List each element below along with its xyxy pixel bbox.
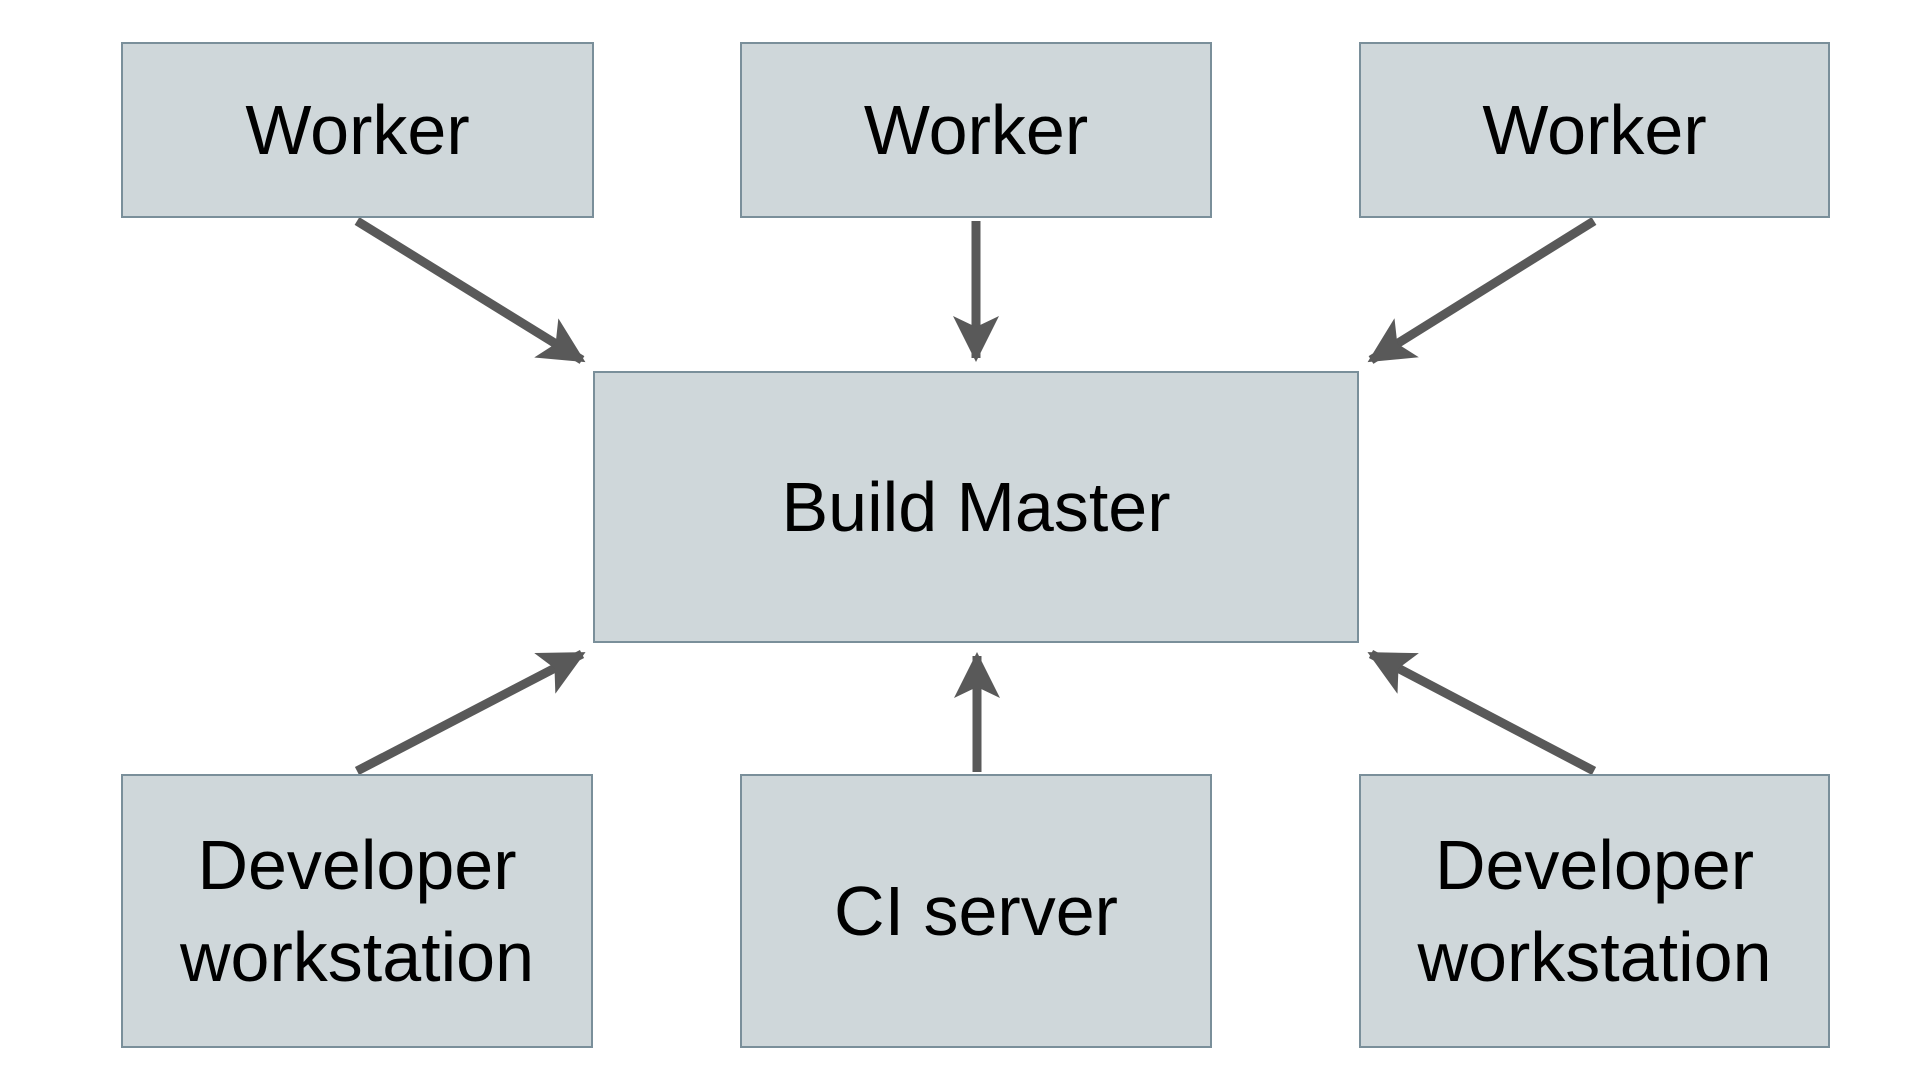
node-label-worker-2: Worker bbox=[863, 90, 1089, 169]
node-developer-workstation-right: Developer workstation bbox=[1359, 774, 1830, 1048]
node-label-developer-workstation-right: Developer workstation bbox=[1417, 825, 1772, 996]
node-worker-2: Worker bbox=[740, 42, 1212, 218]
node-worker-1: Worker bbox=[121, 42, 594, 218]
arrow-developer-workstation-left-to-build-master bbox=[354, 650, 586, 775]
node-label-ci-server: CI server bbox=[834, 871, 1118, 950]
node-label-developer-workstation-left: Developer workstation bbox=[179, 825, 535, 996]
node-worker-3: Worker bbox=[1359, 42, 1830, 218]
node-label-worker-3: Worker bbox=[1482, 90, 1707, 169]
node-build-master: Build Master bbox=[593, 371, 1359, 643]
node-ci-server: CI server bbox=[740, 774, 1212, 1048]
node-developer-workstation-left: Developer workstation bbox=[121, 774, 593, 1048]
arrow-developer-workstation-right-to-build-master bbox=[1367, 650, 1597, 775]
node-label-worker-1: Worker bbox=[245, 90, 470, 169]
arrow-worker-1-to-build-master bbox=[354, 217, 586, 364]
node-label-build-master: Build Master bbox=[781, 467, 1171, 546]
arrow-worker-3-to-build-master bbox=[1367, 217, 1597, 364]
